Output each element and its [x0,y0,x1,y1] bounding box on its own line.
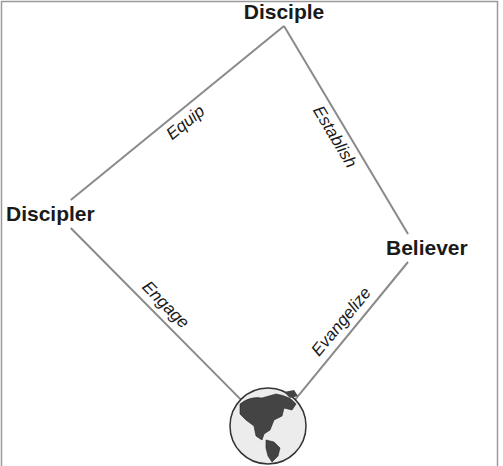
side-label: Evangelize [308,284,376,361]
node-label: Believer [386,236,468,260]
discipler-node: Discipler [4,202,97,226]
node-label: Discipler [6,202,95,226]
diamond-side [284,26,408,234]
diamond-side [71,228,241,399]
node-label: Disciple [244,0,325,24]
diamond-side [71,26,284,200]
disciple-node: Disciple [242,0,327,24]
believer-node: Believer [384,236,470,260]
diamond-side [295,262,408,399]
globe [230,388,306,464]
edge-label: Equip [162,102,208,145]
